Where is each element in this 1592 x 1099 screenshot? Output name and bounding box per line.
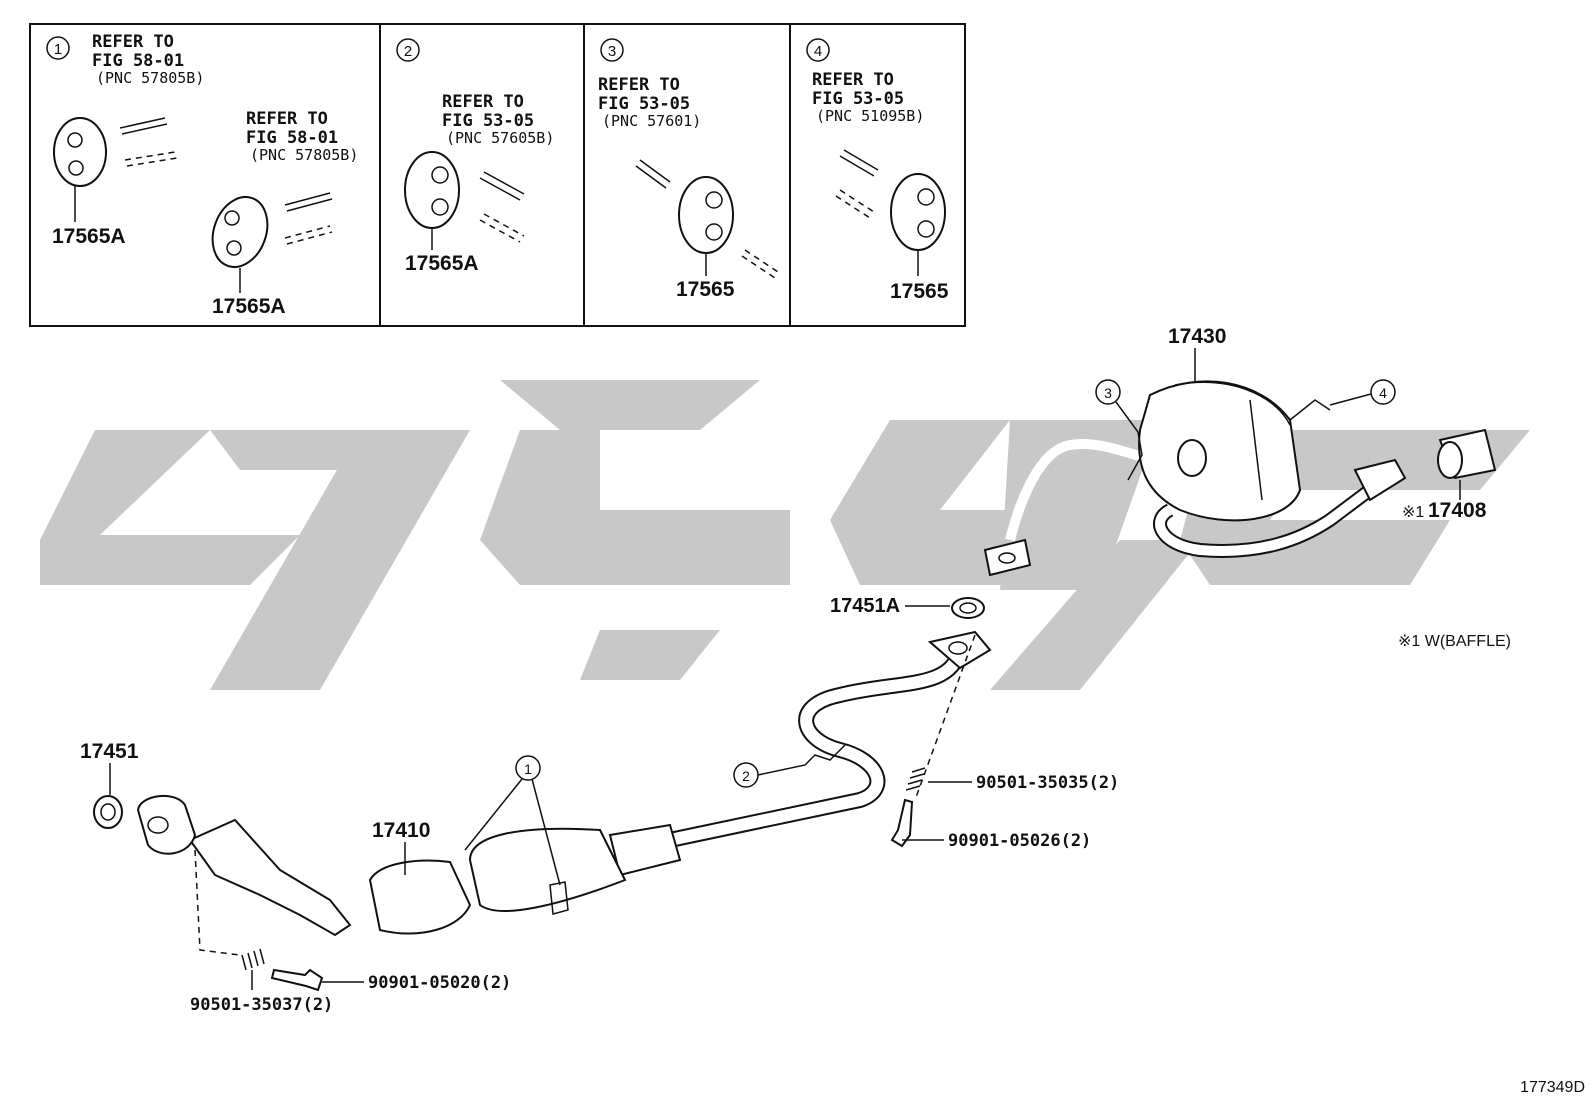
inset-3-ref-title: REFER TO <box>598 75 680 95</box>
inset-4-ref-title: REFER TO <box>812 70 894 90</box>
inset-1-ref-b-fig: FIG 58-01 <box>246 128 338 148</box>
part-90901-05020-label: 90901-05020(2) <box>368 973 511 993</box>
bolt-icon <box>890 798 914 848</box>
bolt-icon <box>270 968 324 992</box>
footnote-baffle: ※1 W(BAFFLE) <box>1398 633 1511 650</box>
inset-1-index: 1 <box>54 41 62 58</box>
inset-2-ref-title: REFER TO <box>442 92 524 112</box>
svg-text:2: 2 <box>742 768 750 784</box>
callout-4 <box>1370 379 1396 405</box>
inset-1-ref-a-pnc: (PNC 57805B) <box>96 69 204 87</box>
figure-code: 177349D <box>1520 1079 1585 1096</box>
inset-3-ref-fig: FIG 53-05 <box>598 94 690 114</box>
hanger-rubber-icon <box>890 173 946 251</box>
inset-2-index: 2 <box>404 43 412 60</box>
svg-text:3: 3 <box>1104 385 1112 401</box>
front-gasket <box>93 795 123 829</box>
rear-muffler-assembly <box>983 380 1407 577</box>
svg-text:4: 4 <box>1379 385 1387 401</box>
part-90501-35037-label: 90501-35037(2) <box>190 995 333 1015</box>
hanger-rubber-icon <box>53 117 107 187</box>
hanger-rubber-icon <box>211 196 269 268</box>
inset-3-part: 17565 <box>676 278 735 301</box>
callout-1 <box>515 755 541 781</box>
inset-1-ref-a-title: REFER TO <box>92 32 174 52</box>
inset-2-ref-pnc: (PNC 57605B) <box>446 129 554 147</box>
center-gasket <box>951 597 985 619</box>
inset-1-ref-b-pnc: (PNC 57805B) <box>250 146 358 164</box>
tail-tip-mark: ※1 <box>1402 504 1424 521</box>
part-90901-05026-label: 90901-05026(2) <box>948 831 1091 851</box>
inset-1: 1 REFER TO FIG 58-01 (PNC 57805B) REFER … <box>46 32 358 318</box>
callout-3 <box>1095 379 1121 405</box>
inset-4-index: 4 <box>814 43 822 60</box>
inset-panel <box>29 23 966 327</box>
inset-3-index: 3 <box>608 43 616 60</box>
part-17451-label: 17451 <box>80 740 139 763</box>
inset-1-ref-a-fig: FIG 58-01 <box>92 51 184 71</box>
inset-2-ref-fig: FIG 53-05 <box>442 111 534 131</box>
inset-3: 3 REFER TO FIG 53-05 (PNC 57601) 17565 <box>598 38 779 301</box>
inset-2: 2 REFER TO FIG 53-05 (PNC 57605B) 17565A <box>396 38 554 275</box>
inset-1-ref-b-title: REFER TO <box>246 109 328 129</box>
inset-3-ref-pnc: (PNC 57601) <box>602 112 701 130</box>
spring-icon <box>241 948 265 971</box>
inset-2-part: 17565A <box>405 252 479 275</box>
part-17451A-label: 17451A <box>830 595 900 617</box>
inset-4-ref-fig: FIG 53-05 <box>812 89 904 109</box>
front-exhaust-pipe <box>136 630 992 937</box>
inset-4: 4 REFER TO FIG 53-05 (PNC 51095B) 17565 <box>806 38 949 303</box>
part-90501-35035-label: 90501-35035(2) <box>976 773 1119 793</box>
hanger-rubber-icon <box>404 151 460 229</box>
part-17410-label: 17410 <box>372 819 430 842</box>
hanger-rubber-icon <box>678 176 734 254</box>
tail-pipe-tip <box>1437 428 1497 480</box>
inset-4-part: 17565 <box>890 280 949 303</box>
svg-text:1: 1 <box>524 761 532 777</box>
inset-1-part-a: 17565A <box>52 225 126 248</box>
spring-icon <box>905 767 926 791</box>
inset-1-part-b: 17565A <box>212 295 286 318</box>
part-17430-label: 17430 <box>1168 325 1226 348</box>
part-17408-label: 17408 <box>1428 499 1487 522</box>
inset-4-ref-pnc: (PNC 51095B) <box>816 107 924 125</box>
